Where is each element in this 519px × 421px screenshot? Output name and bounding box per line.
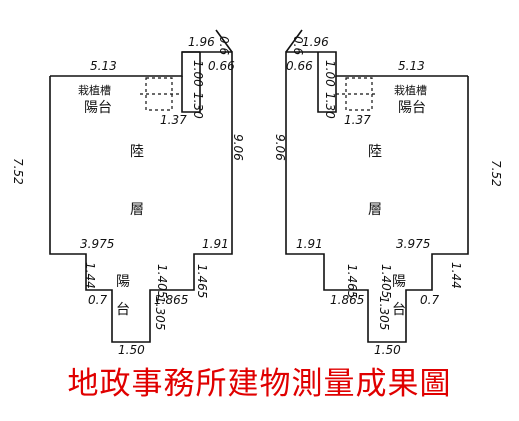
right-notch-top-small: 0.6 <box>291 36 305 55</box>
left-notch-inner-1: 1.00 <box>191 60 205 87</box>
right-planter-label: 栽植槽 <box>394 83 427 97</box>
right-notch-top: 1.96 <box>302 35 329 49</box>
right-floor-char-1: 陸 <box>368 144 382 160</box>
left-stub-mid-a: 1.405 <box>155 264 169 298</box>
right-bottom-right: 3.975 <box>396 237 430 251</box>
right-stub-mid-a: 1.405 <box>379 264 393 298</box>
right-stub-right-width: 0.7 <box>420 293 439 307</box>
right-balcony-label: 陽台 <box>398 100 426 116</box>
right-stub-bottom: 1.50 <box>374 343 401 357</box>
left-notch-inner-2: 1.30 <box>191 92 205 119</box>
left-notch-top-small: 0.6 <box>217 36 231 55</box>
left-floor-char-1: 陸 <box>130 144 144 160</box>
right-stub-left-height: 1.465 <box>345 264 359 298</box>
left-bottom-left: 3.975 <box>80 237 114 251</box>
right-top-width: 5.13 <box>398 59 425 73</box>
right-floor-plan: 5.13 1.96 0.6 0.66 1.00 1.30 1.37 栽植槽 陽台… <box>273 29 503 357</box>
left-stub-right-width: 1.865 <box>154 293 188 307</box>
right-stub-mid-b: 1.305 <box>377 296 391 330</box>
right-notch-inner-3: 1.37 <box>344 113 371 127</box>
left-stub-mid-b: 1.305 <box>153 296 167 330</box>
left-height-right: 9.06 <box>231 134 245 161</box>
right-plan-outline <box>285 51 469 343</box>
right-stub-left-width: 1.865 <box>330 293 364 307</box>
right-height-left: 9.06 <box>273 134 287 161</box>
left-floor-char-2: 層 <box>130 202 144 218</box>
right-floor-char-2: 層 <box>368 202 382 218</box>
right-lower-balcony-2: 台 <box>392 302 406 318</box>
left-lower-balcony-1: 陽 <box>116 274 130 290</box>
right-stub-right-height: 1.44 <box>449 262 463 289</box>
left-stub-right-height: 1.465 <box>195 264 209 298</box>
left-notch-diagonal <box>215 29 233 53</box>
diagram-caption: 地政事務所建物測量成果圖 <box>67 366 452 402</box>
left-bottom-right: 1.91 <box>202 237 229 251</box>
left-stub-bottom: 1.50 <box>118 343 145 357</box>
right-notch-left: 0.66 <box>286 59 313 73</box>
left-height-left: 7.52 <box>11 158 25 185</box>
left-top-width: 5.13 <box>90 59 117 73</box>
left-stub-left-height: 1.44 <box>83 262 97 289</box>
right-bottom-left: 1.91 <box>296 237 323 251</box>
left-balcony-label: 陽台 <box>84 100 112 116</box>
left-notch-right: 0.66 <box>208 59 235 73</box>
left-plan-outline <box>49 51 233 343</box>
left-floor-plan: 5.13 1.96 0.6 0.66 1.00 1.30 1.37 栽植槽 陽台… <box>11 29 245 357</box>
right-notch-inner-1: 1.00 <box>323 60 337 87</box>
left-lower-balcony-2: 台 <box>116 302 130 318</box>
right-lower-balcony-1: 陽 <box>392 274 406 290</box>
right-notch-inner-2: 1.30 <box>323 92 337 119</box>
right-notch-diagonal <box>285 29 303 53</box>
left-notch-inner-3: 1.37 <box>160 113 187 127</box>
right-height-right: 7.52 <box>489 160 503 187</box>
left-notch-top: 1.96 <box>188 35 215 49</box>
left-stub-left-width: 0.7 <box>88 293 107 307</box>
left-notch-inner <box>181 52 201 113</box>
left-planter-label: 栽植槽 <box>78 83 111 97</box>
